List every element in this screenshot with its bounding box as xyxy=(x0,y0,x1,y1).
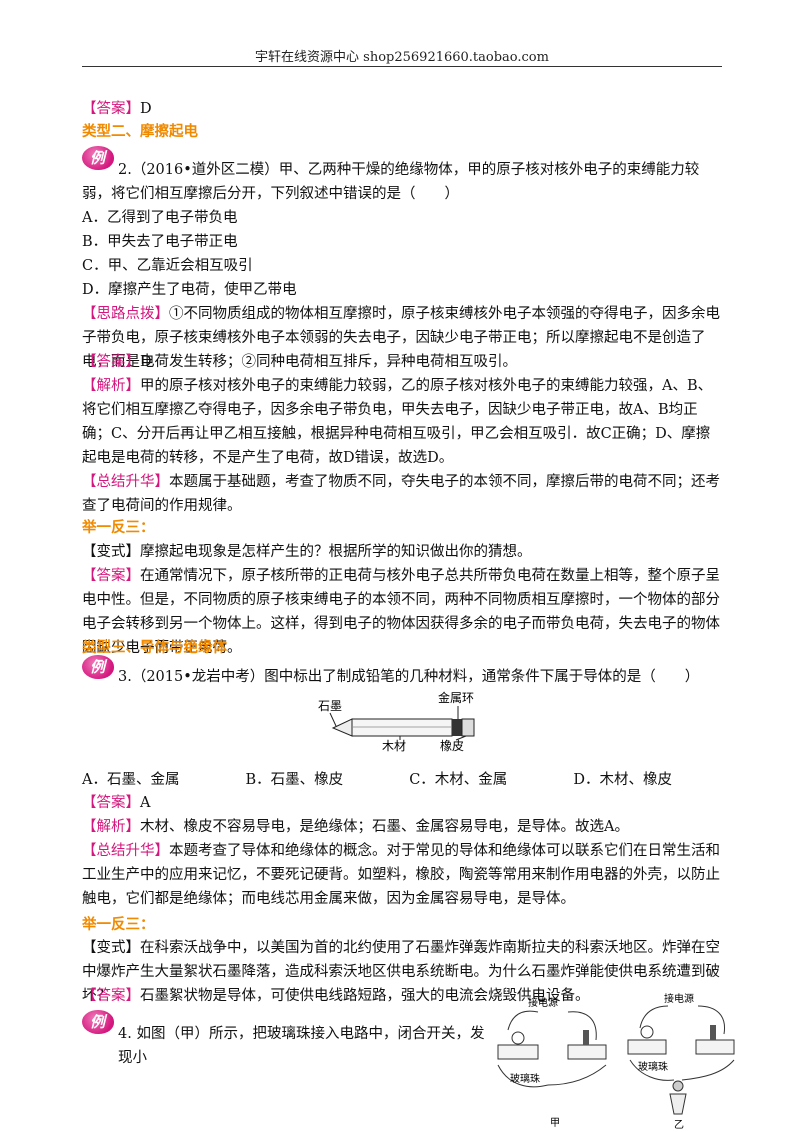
q3-answer: 【答案】A xyxy=(82,791,722,815)
analysis-tag: 【解析】 xyxy=(82,378,140,394)
answer-tag: 【答案】 xyxy=(82,101,140,117)
left-bulb xyxy=(511,1031,525,1045)
left-glass-label: 玻璃珠 xyxy=(510,1072,540,1085)
left-base-1 xyxy=(497,1044,539,1060)
answer-tag: 【答案】 xyxy=(82,568,140,584)
left-caption: 甲 xyxy=(550,1118,560,1129)
question-3-stem: 3.（2015•龙岩中考）图中标出了制成铅笔的几种材料，通常条件下属于导体的是（… xyxy=(118,669,700,685)
answer-tag: 【答案】 xyxy=(82,795,140,811)
answer-tag: 【答案】 xyxy=(82,354,140,370)
variant-3-text: 在科索沃战争中，以美国为首的北约使用了石墨炸弹轰炸南斯拉夫的科索沃地区。炸弹在空… xyxy=(82,940,720,1004)
q2-option-a: A．乙得到了电子带负电 xyxy=(82,210,238,226)
right-power-label: 接电源 xyxy=(664,992,694,1005)
q3-answer-value: A xyxy=(140,795,151,811)
pencil-metal-ring xyxy=(452,719,462,736)
q2-summary-text: 本题属于基础题，考查了物质不同，夺失电子的本领不同，摩擦后带的电荷不同；还考查了… xyxy=(82,474,720,514)
practice-heading-1: 举一反三： xyxy=(82,520,155,536)
q2-analysis-text: 甲的原子核对核外电子的束缚能力较弱，乙的原子核对核外电子的束缚能力较强，A、B、… xyxy=(82,378,713,466)
label-graphite: 石墨 xyxy=(318,699,342,713)
idea-tag: 【思路点拨】 xyxy=(82,306,169,322)
badge-blob xyxy=(82,655,114,679)
q2-answer: 【答案】D xyxy=(82,350,722,374)
variant-tag: 【变式】 xyxy=(82,940,140,956)
example-badge: 例 xyxy=(82,146,116,172)
q2-analysis: 【解析】甲的原子核对核外电子的束缚能力较弱，乙的原子核对核外电子的束缚能力较强，… xyxy=(82,374,722,470)
variant-2-answer: 【答案】在通常情况下，原子核所带的正电荷与核外电子总共所带负电荷在数量上相等，整… xyxy=(82,564,722,660)
header-rule xyxy=(82,66,722,67)
right-bulb xyxy=(640,1025,654,1039)
glass-bead xyxy=(672,1080,684,1092)
right-caption: 乙 xyxy=(674,1119,684,1131)
question-2-options: A．乙得到了电子带负电 B．甲失去了电子带正电 C．甲、乙靠近会相互吸引 D．摩… xyxy=(82,206,722,302)
variant-3: 【变式】在科索沃战争中，以美国为首的北约使用了石墨炸弹轰炸南斯拉夫的科索沃地区。… xyxy=(82,936,722,1008)
left-switch xyxy=(583,1030,589,1045)
left-base-2 xyxy=(567,1044,607,1060)
analysis-tag: 【解析】 xyxy=(82,819,140,835)
q3-summary: 【总结升华】本题考查了导体和绝缘体的概念。对于常见的导体和绝缘体可以联系它们在日… xyxy=(82,839,722,911)
pencil-body xyxy=(351,718,453,737)
q3-option-a: A．石墨、金属 xyxy=(82,772,180,788)
badge-char: 例 xyxy=(90,658,106,676)
example-badge: 例 xyxy=(82,655,116,681)
right-glass-label: 玻璃珠 xyxy=(638,1060,668,1073)
left-power-label: 接电源 xyxy=(528,996,558,1009)
alcohol-lamp xyxy=(669,1093,687,1115)
section-heading-type3: 类型三、导体与绝缘体 xyxy=(82,640,227,656)
badge-blob xyxy=(82,146,114,170)
q2-summary: 【总结升华】本题属于基础题，考查了物质不同，夺失电子的本领不同，摩擦后带的电荷不… xyxy=(82,470,722,518)
section-heading-type2: 类型二、摩擦起电 xyxy=(82,124,198,140)
answer-line-1: 【答案】D xyxy=(82,97,722,121)
summary-tag: 【总结升华】 xyxy=(82,474,169,490)
practice-heading-2: 举一反三： xyxy=(82,917,155,933)
variant-tag: 【变式】 xyxy=(82,544,140,560)
variant-3-answer-text: 石墨絮状物是导体，可使供电线路短路，强大的电流会烧毁供电设备。 xyxy=(140,988,590,1004)
q3-analysis-text: 木材、橡皮不容易导电，是绝缘体；石墨、金属容易导电，是导体。故选A。 xyxy=(140,819,629,835)
answer-value: D xyxy=(140,101,152,117)
page-header: 宇轩在线资源中心 shop256921660.taobao.com xyxy=(255,50,549,65)
variant-2: 【变式】摩擦起电现象是怎样产生的？根据所学的知识做出你的猜想。 xyxy=(82,540,722,564)
example-badge: 例 xyxy=(82,1010,116,1036)
q2-option-b: B．甲失去了电子带正电 xyxy=(82,234,238,250)
q3-summary-text: 本题考查了导体和绝缘体的概念。对于常见的导体和绝缘体可以联系它们在日常生活和工业… xyxy=(82,843,720,907)
q2-answer-value: D xyxy=(140,354,152,370)
label-wood: 木材 xyxy=(382,739,406,753)
circuit-figure-left: 接电源 玻璃珠 甲 xyxy=(497,996,607,1129)
right-base-1 xyxy=(627,1039,667,1055)
pencil-eraser xyxy=(461,718,475,737)
label-metal-ring: 金属环 xyxy=(438,690,474,705)
q3-option-b: B．石墨、橡皮 xyxy=(245,772,344,788)
circuit-figure-right: 接电源 玻璃珠 乙 xyxy=(627,992,735,1131)
question-3-options: A．石墨、金属 B．石墨、橡皮 C．木材、金属 D．木材、橡皮 xyxy=(82,768,722,792)
right-base-2 xyxy=(695,1039,735,1055)
variant-2-answer-text: 在通常情况下，原子核所带的正电荷与核外电子总共所带负电荷在数量上相等，整个原子呈… xyxy=(82,568,720,656)
answer-tag: 【答案】 xyxy=(82,988,140,1004)
question-2-stem: 2.（2016•道外区二模）甲、乙两种干燥的绝缘物体，甲的原子核对核外电子的束缚… xyxy=(82,162,700,202)
q2-idea-text: ①不同物质组成的物体相互摩擦时，原子核束缚核外电子本领强的夺得电子，因多余电子带… xyxy=(82,306,720,370)
q3-option-c: C．木材、金属 xyxy=(409,772,508,788)
pencil-tip xyxy=(331,718,353,737)
label-rubber: 橡皮 xyxy=(440,739,464,753)
variant-3-answer: 【答案】石墨絮状物是导体，可使供电线路短路，强大的电流会烧毁供电设备。 xyxy=(82,984,722,1008)
badge-char: 例 xyxy=(90,149,106,167)
pencil-figure: 石墨 金属环 木材 橡皮 xyxy=(318,690,475,753)
right-switch xyxy=(710,1025,716,1040)
q2-option-c: C．甲、乙靠近会相互吸引 xyxy=(82,258,253,274)
badge-blob xyxy=(82,1010,114,1034)
q2-idea: 【思路点拨】①不同物质组成的物体相互摩擦时，原子核束缚核外电子本领强的夺得电子，… xyxy=(82,302,722,374)
q3-analysis: 【解析】木材、橡皮不容易导电，是绝缘体；石墨、金属容易导电，是导体。故选A。 xyxy=(82,815,722,839)
variant-2-text: 摩擦起电现象是怎样产生的？根据所学的知识做出你的猜想。 xyxy=(140,544,532,560)
question-4-stem: 4. 如图（甲）所示，把玻璃珠接入电路中，闭合开关，发现小 xyxy=(118,1026,485,1066)
summary-tag: 【总结升华】 xyxy=(82,843,169,859)
q3-option-d: D．木材、橡皮 xyxy=(573,772,672,788)
badge-char: 例 xyxy=(90,1013,106,1031)
q2-option-d: D．摩擦产生了电荷，使甲乙带电 xyxy=(82,282,297,298)
